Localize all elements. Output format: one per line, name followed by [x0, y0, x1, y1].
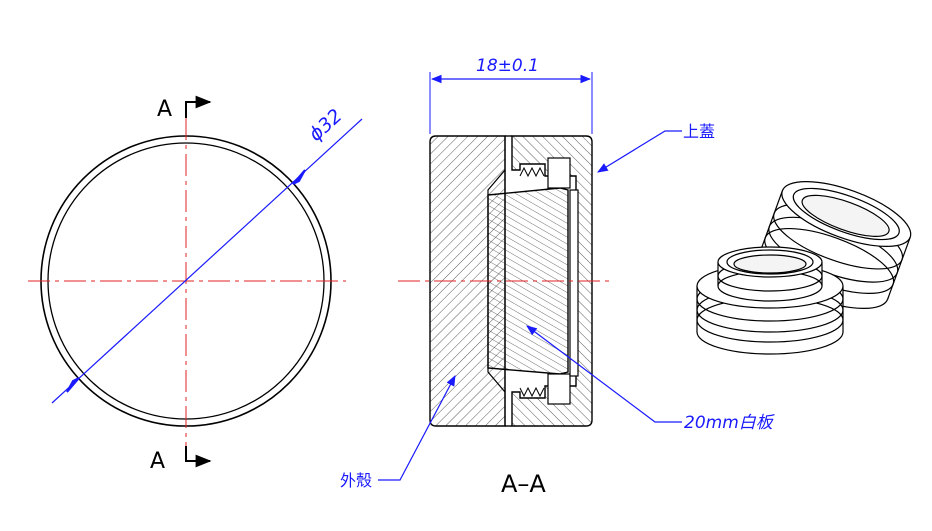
white-board-leader [526, 325, 682, 423]
width-dimension-label: 18±0.1 [476, 56, 539, 76]
callouts: 上蓋 20mm白板 外殼 [340, 122, 776, 490]
section-arrow-top [185, 95, 212, 118]
section-arrow-bottom [185, 446, 212, 468]
diameter-arrow-upper [292, 169, 306, 185]
white-board-callout-label: 20mm白板 [684, 413, 776, 433]
thread-upper [519, 166, 545, 178]
diameter-arrow-lower [66, 377, 80, 393]
lid-insert-lower [547, 373, 571, 405]
isometric-view [696, 180, 912, 355]
outer-shell-section [429, 135, 506, 427]
inner-plate [569, 189, 579, 377]
thread-lower [519, 386, 545, 398]
lid-callout-label: 上蓋 [683, 122, 715, 141]
section-marker-top: A [157, 97, 172, 122]
shell-callout-label: 外殼 [340, 471, 372, 490]
shell-leader [378, 375, 456, 481]
section-view: 18±0.1 A–A [398, 56, 612, 498]
front-view: ϕ32 A A [28, 95, 363, 474]
section-title: A–A [501, 470, 546, 498]
diameter-dimension-line [51, 118, 363, 404]
lid-leader [597, 130, 682, 173]
section-marker-bottom: A [150, 449, 165, 474]
base-3d [696, 246, 844, 355]
lid-insert-upper [547, 157, 571, 189]
